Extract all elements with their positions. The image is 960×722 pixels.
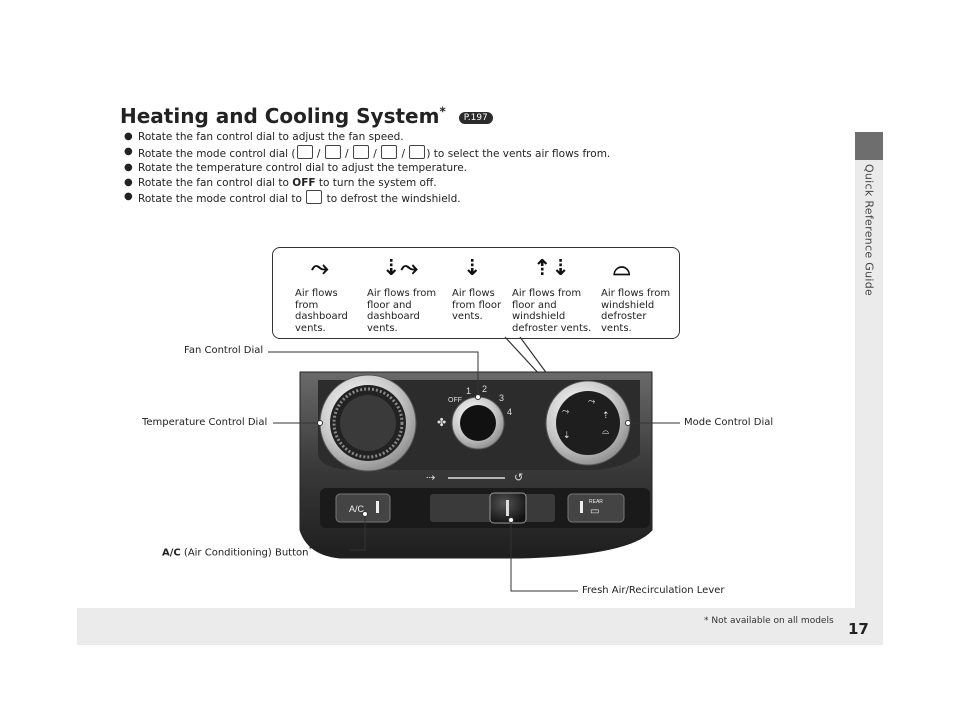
section-title-text: Heating and Cooling System (120, 104, 440, 128)
fan-speed-label: 4 (507, 407, 512, 417)
instruction-item: Rotate the temperature control dial to a… (124, 161, 844, 176)
windshield-defrost-icon: ⌓ (602, 427, 609, 437)
side-tab-marker (855, 132, 883, 160)
mode-description: Air flows from floor and dashboard vents… (367, 288, 437, 334)
mode-description: Air flows from floor and windshield defr… (512, 288, 592, 334)
windshield-defrost-icon (306, 190, 323, 204)
fan-speed-label: 1 (466, 386, 471, 396)
footer-band (77, 608, 883, 645)
floor-dashboard-vent-icon (324, 144, 341, 159)
fresh-air-icon: ⇢ (426, 471, 435, 484)
rear-button-text: REAR (589, 499, 603, 505)
mode-callout-box (272, 247, 680, 339)
page-number: 17 (848, 620, 869, 638)
floor-defrost-vent-icon (381, 144, 398, 159)
fresh-air-lever-label: Fresh Air/Recirculation Lever (582, 585, 725, 596)
floor-dashboard-vent-icon: ⇣⤳ (382, 256, 419, 281)
mode-description: Air flows from dashboard vents. (295, 288, 348, 334)
side-tab (855, 132, 883, 608)
floor-dashboard-vent-icon: ⤳ (588, 397, 595, 407)
rear-defrost-icon: ▭ (590, 506, 599, 517)
instruction-list: Rotate the fan control dial to adjust th… (124, 130, 844, 207)
floor-vent-icon: ⇣ (563, 431, 571, 441)
fan-speed-label: 3 (499, 393, 504, 403)
floor-defrost-vent-icon: ⇡ (602, 411, 610, 421)
dashboard-vent-icon (296, 144, 313, 159)
mode-description: Air flows from windshield defroster vent… (601, 288, 671, 334)
mode-control-dial-label: Mode Control Dial (684, 417, 774, 428)
fan-off-label: OFF (448, 397, 462, 404)
ac-button-text: A/C (349, 504, 365, 514)
instruction-item: Rotate the mode control dial to to defro… (124, 190, 844, 207)
footnote: * Not available on all models (704, 616, 834, 626)
fan-control-dial-label: Fan Control Dial (184, 345, 264, 356)
section-title: Heating and Cooling System* P.197 (120, 104, 493, 128)
instruction-item: Rotate the mode control dial ( / / / / )… (124, 144, 844, 162)
page-reference-link[interactable]: P.197 (458, 112, 493, 124)
instruction-item: Rotate the fan control dial to OFF to tu… (124, 176, 844, 191)
windshield-defrost-icon (409, 144, 426, 159)
fan-icon: ✤ (437, 416, 446, 429)
dashboard-vent-icon: ⤳ (311, 256, 329, 281)
floor-vent-icon (352, 144, 369, 159)
instruction-item: Rotate the fan control dial to adjust th… (124, 130, 844, 145)
windshield-defrost-icon: ⌓ (613, 256, 631, 281)
floor-defrost-vent-icon: ⇡⇣ (533, 256, 570, 281)
title-footnote-star: * (439, 104, 446, 119)
recirculation-icon: ↺ (514, 471, 523, 484)
floor-vent-icon: ⇣ (463, 256, 482, 281)
mode-description: Air flows from floor vents. (452, 288, 502, 322)
fan-speed-label: 2 (482, 384, 487, 394)
temperature-control-dial-label: Temperature Control Dial (142, 417, 268, 428)
ac-button-label: A/C (Air Conditioning) Button* (162, 545, 312, 559)
dashboard-vent-icon: ⤳ (562, 407, 569, 417)
